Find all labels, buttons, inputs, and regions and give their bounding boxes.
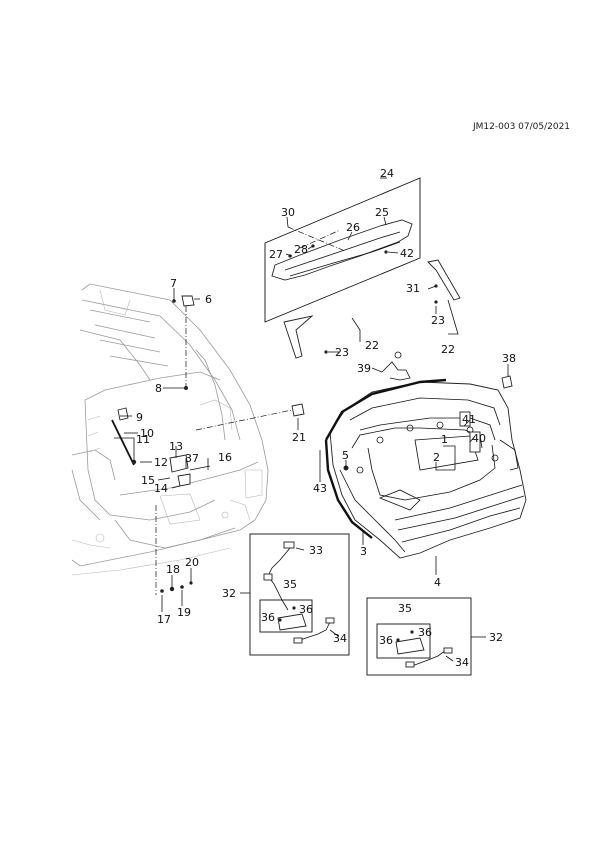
callout-28: 28 [294, 243, 308, 256]
callout-5: 5 [342, 449, 349, 462]
callout-26: 26 [346, 221, 360, 234]
callout-labels: 1 2 3 4 5 6 7 8 9 10 11 12 13 14 15 16 1… [136, 167, 516, 669]
leader-lines [114, 177, 509, 662]
callout-31: 31 [406, 282, 420, 295]
callout-34a: 34 [333, 632, 347, 645]
small-parts [111, 259, 513, 595]
callout-16: 16 [218, 451, 232, 464]
callout-2: 2 [433, 451, 440, 464]
vehicle-body-outline [71, 283, 269, 576]
callout-19: 19 [177, 606, 191, 619]
callout-24: 24 [380, 167, 394, 180]
callout-25: 25 [375, 206, 389, 219]
callout-9: 9 [136, 411, 143, 424]
callout-34b: 34 [455, 656, 469, 669]
spoiler-assembly [264, 177, 421, 323]
callout-10: 10 [140, 427, 154, 440]
callout-36b: 36 [261, 611, 275, 624]
callout-17: 17 [157, 613, 171, 626]
callout-30: 30 [281, 206, 295, 219]
document-reference: JM12-003 07/05/2021 [473, 122, 571, 132]
camera-harness-box-right [366, 597, 472, 676]
callout-32b: 32 [489, 631, 503, 644]
callout-43: 43 [313, 482, 327, 495]
callout-38: 38 [502, 352, 516, 365]
callout-35a: 35 [283, 578, 297, 591]
callout-23b: 23 [431, 314, 445, 327]
callout-33: 33 [309, 544, 323, 557]
callout-8: 8 [155, 382, 162, 395]
callout-36c: 36 [418, 626, 432, 639]
callout-37: 37 [185, 452, 199, 465]
callout-14: 14 [154, 482, 168, 495]
callout-23a: 23 [335, 346, 349, 359]
callout-22a: 22 [365, 339, 379, 352]
callout-36d: 36 [379, 634, 393, 647]
callout-3: 3 [360, 545, 367, 558]
callout-4: 4 [434, 576, 441, 589]
callout-11: 11 [136, 433, 150, 446]
callout-18: 18 [166, 563, 180, 576]
callout-7: 7 [170, 277, 177, 290]
callout-21: 21 [292, 431, 306, 444]
callout-41: 41 [462, 413, 476, 426]
callout-40: 40 [472, 432, 486, 445]
callout-22b: 22 [441, 343, 455, 356]
callout-1: 1 [441, 433, 448, 446]
callout-32a: 32 [222, 587, 236, 600]
camera-harness-box-left [249, 533, 350, 656]
callout-42: 42 [400, 247, 414, 260]
callout-35b: 35 [398, 602, 412, 615]
callout-36a: 36 [299, 603, 313, 616]
callout-6: 6 [205, 293, 212, 306]
callout-15: 15 [141, 474, 155, 487]
callout-20: 20 [185, 556, 199, 569]
callout-13: 13 [169, 440, 183, 453]
callout-27: 27 [269, 248, 283, 261]
callout-12: 12 [154, 456, 168, 469]
callout-39: 39 [357, 362, 371, 375]
tailgate-assembly [324, 378, 527, 559]
